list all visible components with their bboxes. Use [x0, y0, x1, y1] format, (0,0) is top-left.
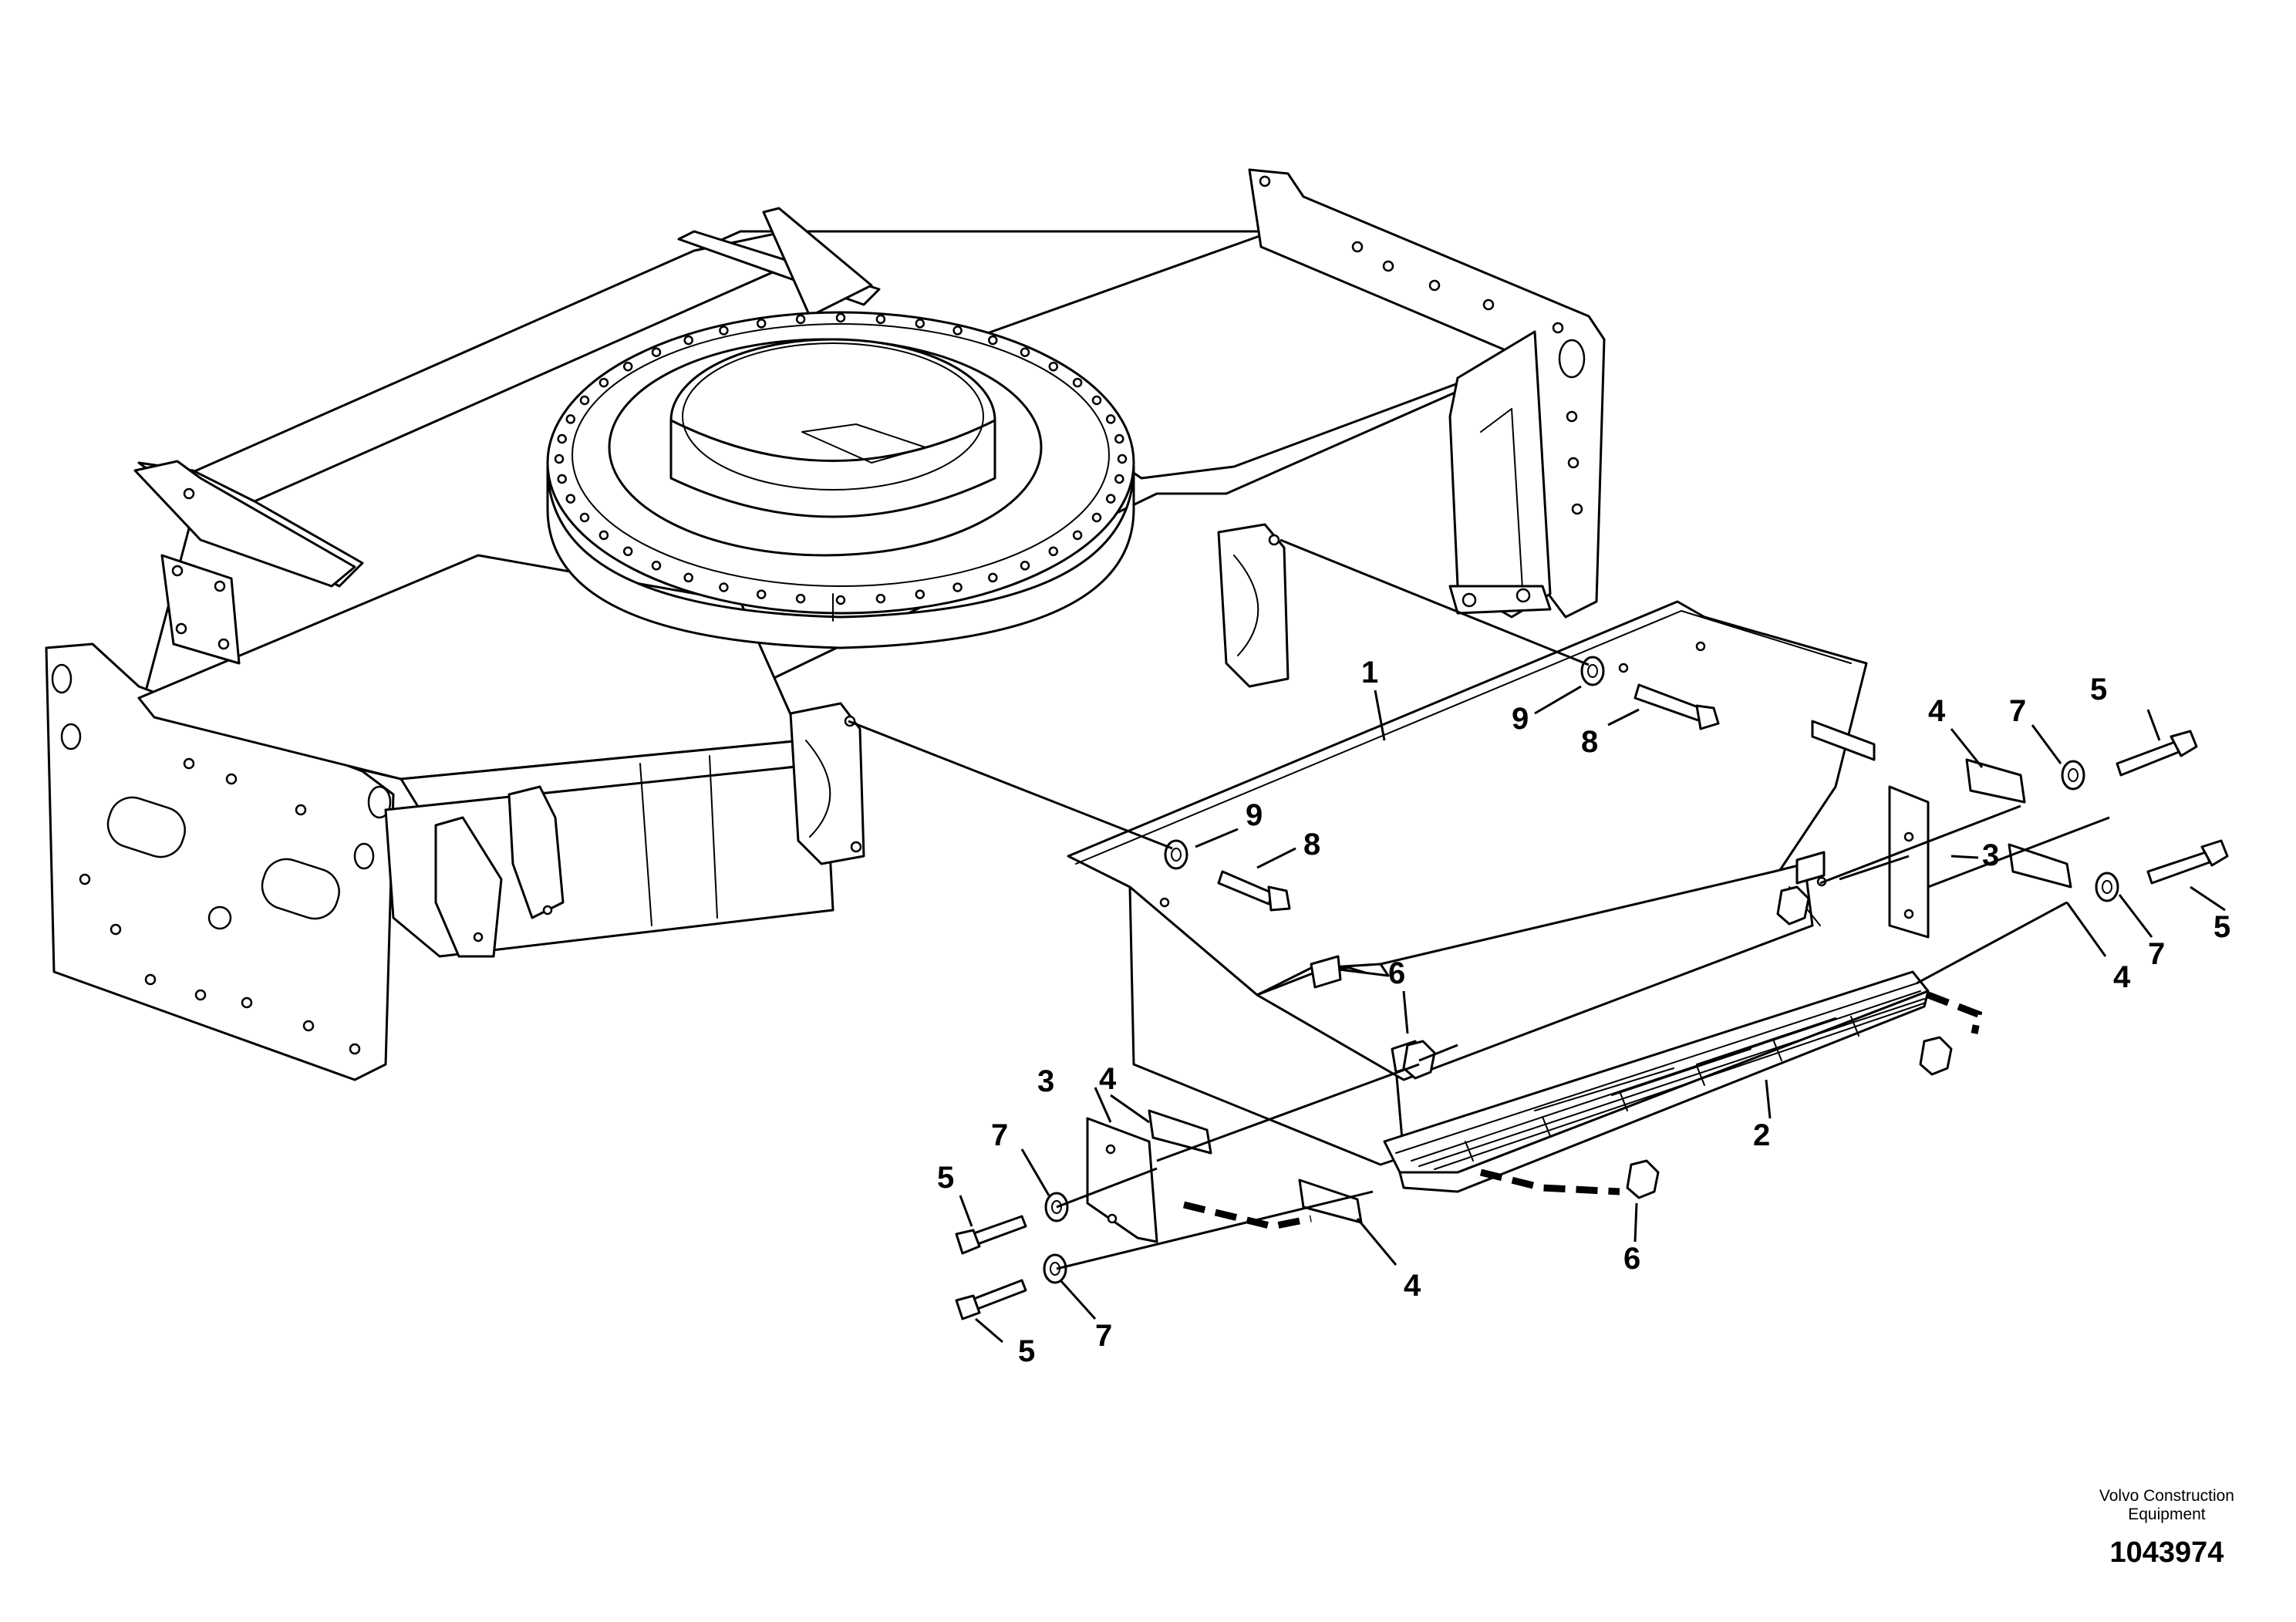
- callout-7-left-bottom: 7: [1095, 1319, 1112, 1353]
- drawing-number: 1043974: [2109, 1536, 2224, 1569]
- bearing-bolt-hole: [1020, 561, 1030, 571]
- bolt-5-right-bottom: [2146, 839, 2229, 885]
- bearing-bolt-hole: [1091, 512, 1102, 523]
- bearing-bolt-hole: [683, 572, 693, 583]
- bolt-5-right-top: [2116, 730, 2198, 777]
- bearing-bolt-hole: [598, 530, 609, 541]
- bearing-bolt-hole: [1114, 474, 1124, 484]
- bearing-bolt-hole: [622, 361, 633, 372]
- drawing-credit: Volvo Construction Equipment 1043974: [2099, 1487, 2234, 1570]
- bearing-bolt-hole: [795, 593, 806, 604]
- bearing-bolt-hole: [565, 494, 576, 504]
- callout-9-left: 9: [1246, 798, 1263, 832]
- callout-8-left: 8: [1303, 828, 1320, 862]
- assembly-lines: [848, 538, 2110, 1270]
- callout-7-left-top: 7: [991, 1118, 1008, 1152]
- bearing-bolt-hole: [598, 377, 609, 388]
- callout-7-right-bottom: 7: [2148, 937, 2165, 971]
- callout-4-right-bottom: 4: [2113, 960, 2131, 994]
- bearing-bolt-hole: [835, 312, 846, 323]
- callout-5-right-bottom: 5: [2213, 910, 2230, 944]
- callout-4-right-top: 4: [1928, 694, 1946, 728]
- bolt-5-left-bottom: [955, 1279, 1027, 1320]
- bearing-bolt-hole: [579, 512, 590, 523]
- bearing-bolt-hole: [988, 335, 998, 346]
- callout-1: 1: [1361, 656, 1378, 690]
- callout-9-right: 9: [1512, 702, 1529, 736]
- bearing-bolt-hole: [1091, 395, 1102, 406]
- bearing-bolt-hole: [557, 474, 567, 484]
- bearing-bolt-hole: [719, 582, 729, 592]
- callout-4-left-bottom: 4: [1404, 1269, 1421, 1303]
- bearing-bolt-hole: [557, 433, 567, 444]
- bearing-bolt-hole: [651, 561, 662, 571]
- bearing-bolt-hole: [1105, 414, 1116, 424]
- bearing-bolt-hole: [565, 414, 576, 424]
- bearing-bolt-hole: [622, 546, 633, 557]
- bearing-bolt-hole: [1072, 377, 1083, 388]
- callout-7-right-top: 7: [2009, 694, 2026, 728]
- manufacturer-name-line1: Volvo Construction: [2099, 1487, 2234, 1505]
- side-plate-part-3-left: [1086, 1117, 1158, 1243]
- callout-3-right: 3: [1982, 838, 1999, 872]
- bearing-bolt-hole: [835, 595, 846, 605]
- bolt-5-left-top: [955, 1215, 1027, 1255]
- bearing-bolt-hole: [915, 589, 925, 599]
- bearing-bolt-hole: [756, 589, 767, 599]
- bolt-8-right: [1633, 683, 1720, 730]
- callout-labels: 1 2 3 3 4 4 4 4 5 5 5 5 6 6 7 7 7 7 8 8 …: [937, 656, 2230, 1368]
- bolt-8-left: [1217, 870, 1291, 912]
- bearing-bolt-hole: [1048, 361, 1059, 372]
- bearing-bolt-hole: [795, 314, 806, 325]
- callout-8-right: 8: [1581, 725, 1598, 759]
- bearing-bolt-hole: [1114, 433, 1124, 444]
- bearing-bolt-hole: [952, 582, 963, 592]
- bearing-bolt-hole: [554, 454, 565, 464]
- callout-4-left-top: 4: [1099, 1062, 1117, 1096]
- bearing-bolt-hole: [1072, 530, 1083, 541]
- bearing-bolt-hole: [719, 325, 729, 336]
- callout-5-right-top: 5: [2090, 673, 2107, 706]
- bearing-bolt-hole: [1105, 494, 1116, 504]
- bearing-bolt-hole: [651, 347, 662, 357]
- manufacturer-name-line2: Equipment: [2128, 1506, 2206, 1523]
- callout-3-left: 3: [1037, 1064, 1054, 1098]
- bearing-bolt-hole: [756, 319, 767, 329]
- undercarriage-frame: [45, 168, 1606, 1081]
- bearing-bolt-hole: [875, 314, 886, 325]
- bearing-bolt-hole: [952, 325, 963, 336]
- callout-6-bottom: 6: [1623, 1242, 1640, 1276]
- bearing-bolt-hole: [1020, 347, 1030, 357]
- bearing-bolt-hole: [683, 335, 693, 346]
- bearing-bolt-hole: [915, 319, 925, 329]
- callout-leaders: [959, 685, 2226, 1344]
- bearing-bolt-hole: [1048, 546, 1059, 557]
- side-plate-part-3-right: [1888, 785, 1930, 939]
- grating-step-part-2: [1383, 970, 1930, 1193]
- bearing-bolt-hole: [579, 395, 590, 406]
- callout-6-top: 6: [1388, 956, 1405, 990]
- step-tray-part-1: [1067, 600, 1876, 1166]
- callout-2: 2: [1753, 1118, 1770, 1152]
- callout-5-left-bottom: 5: [1018, 1334, 1035, 1368]
- bearing-bolt-hole: [875, 593, 886, 604]
- bearing-bolt-hole: [988, 572, 998, 583]
- bearing-bolt-hole: [1117, 454, 1128, 464]
- callout-5-left-top: 5: [937, 1161, 954, 1195]
